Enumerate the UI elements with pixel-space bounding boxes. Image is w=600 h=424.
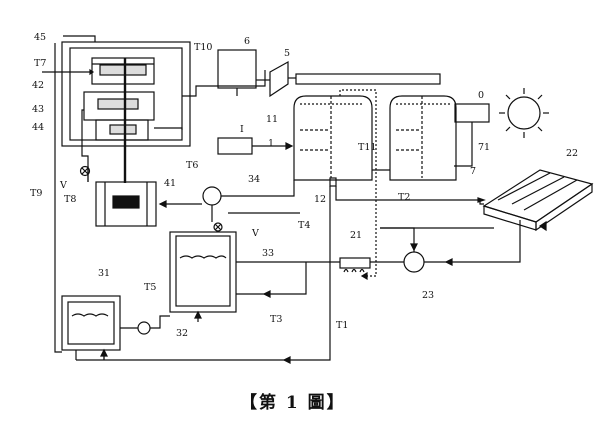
label-11: 11: [266, 114, 278, 125]
label-45: 45: [34, 32, 46, 43]
pipe-T10: [182, 70, 266, 97]
label-23: 23: [422, 290, 434, 301]
label-31: 31: [98, 268, 110, 279]
collector-22: [482, 169, 594, 232]
label-41: 41: [164, 178, 176, 189]
bar-manifold: [295, 73, 441, 85]
label-V1: V: [59, 180, 67, 191]
tank-31: [61, 295, 121, 351]
pipe-T3: [236, 262, 307, 295]
label-6: 6: [244, 36, 250, 47]
label-T8: T8: [64, 194, 76, 205]
module-42: [91, 57, 155, 85]
label-71: 71: [478, 142, 490, 153]
label-5: 5: [284, 48, 290, 59]
unit-41: [95, 181, 157, 227]
figure-caption: 【第 1 圖】: [240, 392, 346, 413]
label-T7: T7: [34, 58, 46, 69]
label-32: 32: [176, 328, 188, 339]
label-T3: T3: [270, 314, 282, 325]
pipe-T8: [81, 109, 89, 182]
label-12: 12: [314, 194, 326, 205]
flame-icon: [343, 268, 365, 273]
label-V2: V: [251, 228, 259, 239]
label-T6: T6: [186, 160, 198, 171]
box-0: [454, 103, 490, 123]
box-I: [217, 137, 253, 155]
module-44: [95, 119, 149, 141]
module-43: [83, 91, 155, 121]
label-T1: T1: [336, 320, 348, 331]
tank-1: [293, 95, 373, 187]
label-T9: T9: [30, 188, 42, 199]
label-T5: T5: [144, 282, 156, 293]
tank-7: [389, 95, 457, 181]
label-7: 7: [470, 166, 476, 177]
dotted-control: [339, 89, 377, 277]
pipe-T9: [54, 43, 62, 353]
label-T11: T11: [358, 142, 376, 153]
pump-23: [403, 251, 425, 273]
valve-V: [213, 222, 223, 232]
label-33: 33: [262, 248, 274, 259]
label-1: 1: [268, 138, 274, 149]
label-43: 43: [32, 104, 44, 115]
pump-32: [137, 321, 151, 335]
label-34: 34: [248, 174, 260, 185]
pipe-T1: [76, 186, 331, 361]
label-21: 21: [350, 230, 362, 241]
label-44: 44: [32, 122, 44, 133]
sun-icon: [499, 88, 549, 138]
label-T4: T4: [298, 220, 310, 231]
label-0: 0: [478, 90, 484, 101]
pipe-top: [63, 35, 96, 42]
box-6: [217, 49, 257, 89]
valve-T8: [79, 165, 91, 177]
arrow-to-22: [477, 197, 486, 203]
tank-33: [169, 231, 237, 313]
pump-34: [202, 186, 222, 206]
label-42: 42: [32, 80, 44, 91]
label-I: I: [240, 124, 244, 135]
label-T2: T2: [398, 192, 410, 203]
heater-21: [339, 257, 371, 269]
label-22: 22: [566, 148, 578, 159]
label-T10: T10: [194, 42, 212, 53]
compressor-5: [269, 60, 289, 98]
